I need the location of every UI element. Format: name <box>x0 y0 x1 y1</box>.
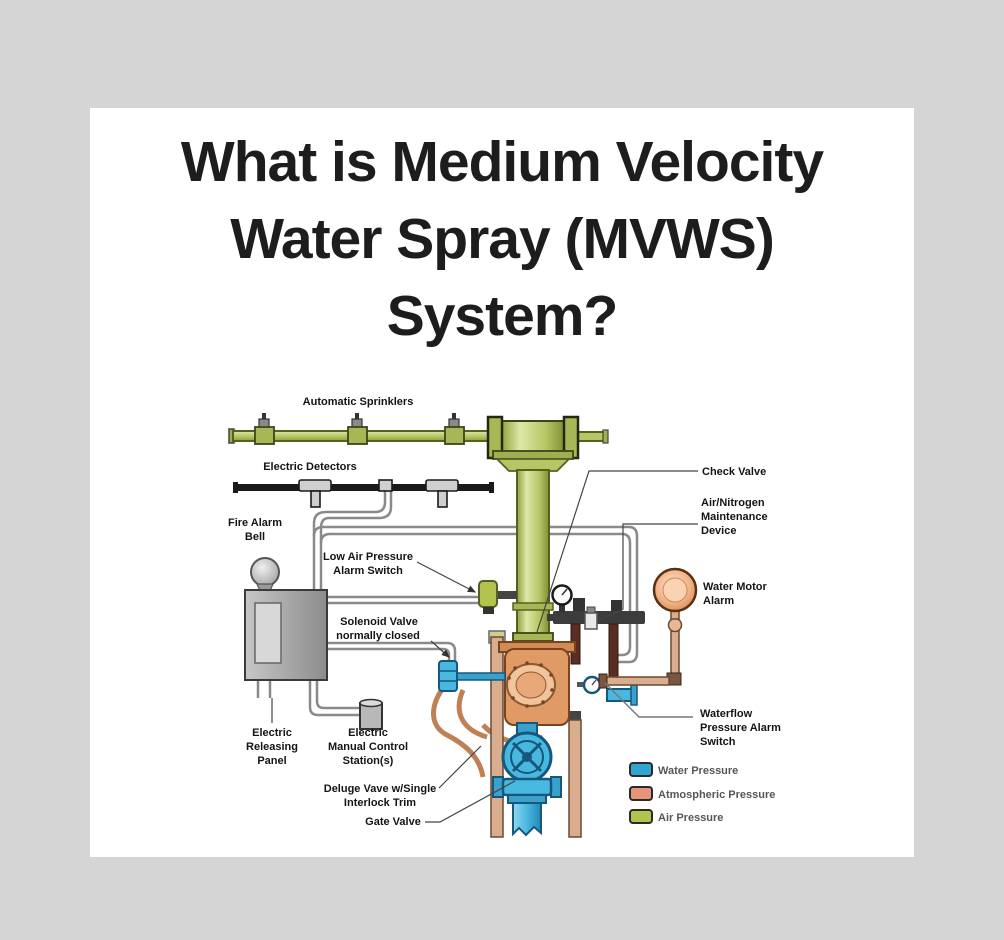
automatic-sprinkler <box>347 413 368 445</box>
water-motor-alarm-gong <box>598 567 698 689</box>
leader-check-valve <box>536 470 698 633</box>
leader-solenoid <box>430 640 450 658</box>
label-electric-releasing-panel: Electric Releasing Panel <box>246 727 298 767</box>
leader-air-nitrogen <box>597 523 698 622</box>
detector-wire-junction <box>378 479 393 492</box>
legend-swatch-atmospheric <box>629 786 653 801</box>
label-line: Releasing <box>246 741 298 753</box>
label-line: Fire Alarm <box>228 517 282 529</box>
electric-detector <box>425 479 459 508</box>
label-waterflow-switch: Waterflow Pressure Alarm Switch <box>700 708 781 748</box>
leader-gate-valve <box>425 780 516 823</box>
label-line: Manual Control <box>328 741 408 753</box>
label-line: Low Air Pressure <box>323 551 413 563</box>
fire-alarm-bell <box>250 557 280 592</box>
riser-tee-fitting <box>486 415 609 472</box>
label-automatic-sprinklers: Automatic Sprinklers <box>303 396 414 408</box>
label-line: Station(s) <box>343 755 394 767</box>
label-deluge-valve: Deluge Vave w/Single Interlock Trim <box>324 783 437 809</box>
label-line: Alarm <box>703 595 734 607</box>
label-electric-detectors: Electric Detectors <box>263 461 357 473</box>
label-line: Bell <box>245 531 265 543</box>
automatic-sprinkler <box>254 413 275 445</box>
label-water-motor-alarm: Water Motor Alarm <box>703 581 767 607</box>
label-gate-valve: Gate Valve <box>365 816 421 828</box>
legend-label-water: Water Pressure <box>658 765 738 777</box>
label-electric-manual-control: Electric Manual Control Station(s) <box>328 727 408 767</box>
legend-label-atmospheric: Atmospheric Pressure <box>658 789 775 801</box>
label-line: Interlock Trim <box>344 797 416 809</box>
electric-detector <box>298 479 332 508</box>
blue-elbow-fitting <box>606 684 638 706</box>
label-low-air-pressure: Low Air Pressure Alarm Switch <box>323 551 413 577</box>
label-solenoid-valve: Solenoid Valve normally closed <box>336 616 420 642</box>
label-line: Waterflow <box>700 708 753 720</box>
label-line: Solenoid Valve <box>340 616 418 628</box>
leader-lines <box>416 470 698 823</box>
label-line: Electric <box>348 727 388 739</box>
label-line: Panel <box>257 755 286 767</box>
sprinkler-header-pipe <box>228 413 609 472</box>
label-check-valve: Check Valve <box>702 466 766 478</box>
manual-control-station-box <box>359 698 383 730</box>
label-line: Deluge Vave w/Single <box>324 783 437 795</box>
label-line: Electric <box>252 727 292 739</box>
legend: Water Pressure Atmospheric Pressure Air … <box>629 762 775 824</box>
label-line: Pressure Alarm <box>700 722 781 734</box>
label-line: normally closed <box>336 630 420 642</box>
pressure-gauge-small <box>577 675 602 695</box>
label-line: Water Motor <box>703 581 767 593</box>
legend-swatch-water <box>629 762 653 777</box>
title-line-1: What is Medium Velocity <box>180 130 824 194</box>
label-line: Air/Nitrogen <box>701 497 765 509</box>
deluge-valve-body <box>498 641 576 726</box>
label-line: Switch <box>700 736 736 748</box>
title-line-2: Water Spray (MVWS) <box>230 207 775 271</box>
electrical-wiring <box>256 491 639 717</box>
detector-line <box>233 479 494 508</box>
label-fire-alarm-bell: Fire Alarm Bell <box>228 517 282 543</box>
title-line-3: System? <box>386 284 619 348</box>
water-supply-pipe <box>512 802 542 837</box>
label-line: Maintenance <box>701 511 768 523</box>
electric-releasing-panel-box <box>244 589 328 723</box>
label-line: Device <box>701 525 736 537</box>
leader-waterflow <box>604 682 693 718</box>
automatic-sprinkler <box>444 413 465 445</box>
page-title: What is Medium Velocity Water Spray (MVW… <box>90 124 914 355</box>
content-card: What is Medium Velocity Water Spray (MVW… <box>90 108 914 857</box>
legend-label-air: Air Pressure <box>658 812 723 824</box>
air-nitrogen-device <box>584 606 598 630</box>
mvws-system-diagram: Automatic Sprinklers Electric Detectors … <box>228 396 781 838</box>
label-line: Alarm Switch <box>333 565 403 577</box>
low-air-pressure-switch <box>478 580 517 614</box>
label-air-nitrogen: Air/Nitrogen Maintenance Device <box>701 497 768 537</box>
leader-low-air-pressure <box>416 561 477 593</box>
solenoid-valve-body <box>438 660 506 692</box>
pressure-gauge <box>551 584 573 612</box>
legend-swatch-air <box>629 809 653 824</box>
leader-deluge-valve <box>438 745 482 789</box>
